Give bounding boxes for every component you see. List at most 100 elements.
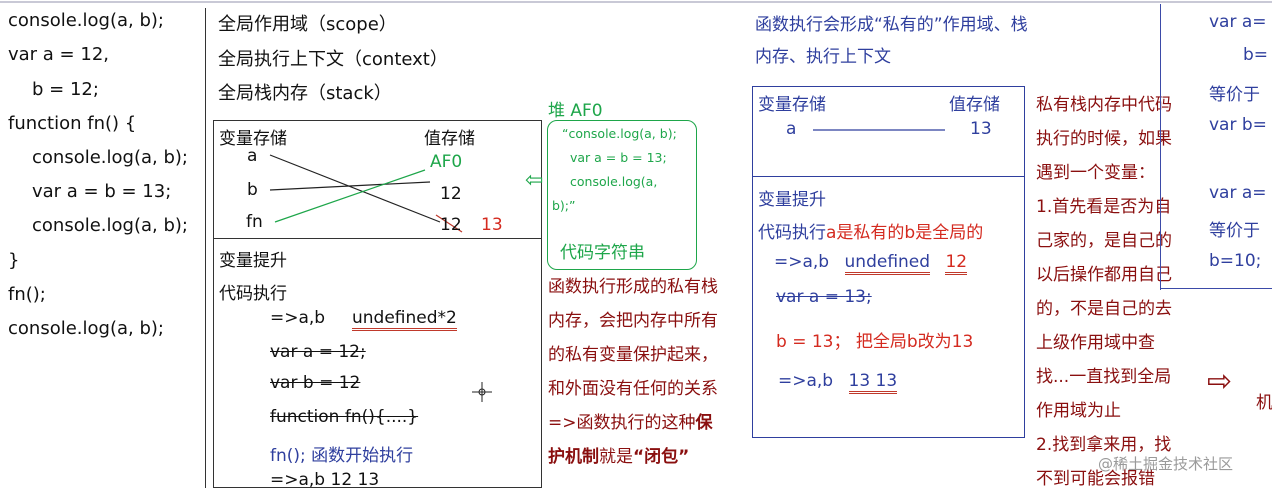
private-title-line2: 内存、执行上下文 — [755, 47, 891, 67]
heap-code-line: console.log(a, — [570, 174, 658, 189]
closure-line-5-prefix: =>函数执行的这种 — [548, 413, 696, 433]
line-a-to-value — [269, 154, 441, 223]
code-line: function fn() { — [8, 113, 137, 134]
code-line: b = 12; — [32, 79, 99, 100]
heap-code-line: b);” — [552, 198, 576, 213]
cut-letter: 机 — [1256, 393, 1272, 413]
code-line: console.log(a, b); — [32, 147, 188, 168]
closure-line-6: 护机制就是“闭包” — [548, 442, 689, 467]
fragment-line: var b= — [1209, 115, 1267, 135]
heap-code-line: “console.log(a, b); — [562, 126, 677, 141]
global-box-divider — [213, 238, 542, 239]
global-val-store-header: 值存储 — [424, 129, 475, 149]
fragment-left-border — [1160, 4, 1161, 290]
heap-code-line: var a = b = 13; — [570, 150, 667, 165]
private-hoist-label: 变量提升 — [758, 190, 826, 210]
private-step1-extra: 12 — [945, 252, 968, 275]
lookup-line: 执行的时候，如果 — [1036, 129, 1172, 149]
private-exec-label: 代码执行 — [758, 223, 826, 243]
closure-line-6-mid: 就是 — [599, 447, 633, 467]
private-step1-value: undefined — [844, 252, 931, 275]
global-val-12-second: 12 — [440, 215, 462, 235]
global-val-af0: AF0 — [430, 152, 463, 172]
global-step1-value: undefined*2 — [352, 308, 457, 331]
fragment-line: 等价于 — [1209, 221, 1260, 241]
global-exec-label: 代码执行 — [219, 284, 287, 304]
global-var-b: b — [247, 180, 258, 200]
global-val-13: 13 — [481, 215, 503, 235]
private-val-store-header: 值存储 — [949, 95, 1000, 115]
watermark: @稀土掘金技术社区 — [1098, 455, 1234, 473]
code-line: console.log(a, b); — [32, 215, 188, 236]
closure-line-6-bold2: “闭包” — [633, 447, 690, 467]
global-step2: var a = 12; — [270, 342, 366, 362]
code-line: var a = 12, — [8, 44, 109, 65]
lookup-line: 作用域为止 — [1036, 401, 1121, 421]
crosshair-icon — [472, 382, 492, 402]
closure-line-6-bold1: 护机制 — [548, 447, 599, 467]
private-stack-box — [752, 86, 1025, 438]
global-stack-box — [213, 120, 542, 488]
fragment-line: var a= — [1209, 183, 1267, 203]
fragment-line: b= — [1243, 45, 1269, 65]
heap-title: 堆 AF0 — [548, 101, 603, 121]
line-b-to-value — [269, 181, 431, 191]
lookup-line: 不到可能会报错 — [1036, 469, 1155, 489]
closure-line: 的私有变量保护起来， — [548, 345, 718, 365]
private-step4-prefix: =>a,b — [778, 371, 834, 391]
global-step4: function fn(){....} — [270, 407, 419, 427]
closure-line: 内存，会把内存中所有 — [548, 311, 718, 331]
private-exec-line: 代码执行a是私有的b是全局的 — [758, 218, 983, 243]
closure-line-5: =>函数执行的这种保 — [548, 408, 713, 433]
lookup-arrow-icon: ⇨ — [1207, 364, 1233, 399]
heap-box — [547, 120, 697, 270]
global-var-fn: fn — [246, 212, 263, 232]
global-hoist-label: 变量提升 — [219, 251, 287, 271]
fragment-line: b=10; — [1209, 251, 1262, 271]
heap-label: 代码字符串 — [560, 243, 645, 263]
global-scope-label: 全局作用域（scope） — [218, 14, 397, 35]
code-line: } — [8, 250, 20, 271]
lookup-line: 上级作用域中查 — [1036, 333, 1155, 353]
private-var-store-header: 变量存储 — [758, 95, 826, 115]
lookup-line: 己家的，是自己的 — [1036, 231, 1172, 251]
lookup-line: 1.首先看是否为自 — [1036, 197, 1172, 217]
fragment-line: 等价于 — [1209, 85, 1260, 105]
private-title-line1: 函数执行会形成“私有的”作用域、栈 — [755, 15, 1028, 35]
heap-arrow-icon: ⇦ — [525, 168, 544, 193]
lookup-line: 2.找到拿来用，找 — [1036, 435, 1172, 455]
private-step4: =>a,b 13 13 — [778, 371, 898, 394]
lookup-line: 以后操作都用自己 — [1036, 265, 1172, 285]
global-var-a: a — [247, 146, 258, 166]
private-step1-prefix: =>a,b — [774, 252, 830, 272]
lookup-line: 遇到一个变量： — [1036, 163, 1155, 183]
private-step1: =>a,b undefined 12 — [774, 252, 968, 275]
code-line: fn(); — [8, 284, 46, 305]
global-stack-label: 全局栈内存（stack） — [218, 83, 392, 104]
global-context-label: 全局执行上下文（context） — [218, 49, 448, 70]
strike-old-value — [435, 214, 463, 233]
global-step6: =>a,b 12 13 — [270, 470, 380, 490]
global-var-store-header: 变量存储 — [219, 129, 287, 149]
fragment-bottom-border — [1160, 288, 1272, 289]
fragment-line: var a= — [1209, 12, 1267, 32]
global-step3: var b = 12 — [270, 373, 361, 393]
code-line: console.log(a, b); — [8, 318, 164, 339]
closure-line: 函数执行形成的私有栈 — [548, 277, 718, 297]
global-step1-prefix: =>a,b — [270, 308, 326, 328]
lookup-line: 找...一直找到全局 — [1036, 367, 1172, 387]
global-val-12-first: 12 — [440, 184, 462, 204]
private-exec-note: a是私有的b是全局的 — [826, 223, 984, 243]
private-step3: b = 13； 把全局b改为13 — [776, 332, 974, 352]
lookup-line: 的，不是自己的去 — [1036, 299, 1172, 319]
private-step4-value: 13 13 — [848, 371, 898, 394]
column-divider — [205, 8, 206, 488]
global-step5: fn(); 函数开始执行 — [270, 446, 414, 466]
closure-line: 和外面没有任何的关系 — [548, 379, 718, 399]
private-val-a: 13 — [970, 119, 992, 139]
lookup-line: 私有栈内存中代码 — [1036, 95, 1172, 115]
private-box-divider — [752, 176, 1025, 177]
closure-line-5-bold: 保 — [695, 413, 713, 433]
code-line: var a = b = 13; — [32, 181, 172, 202]
line-fn-to-af0 — [274, 169, 426, 223]
